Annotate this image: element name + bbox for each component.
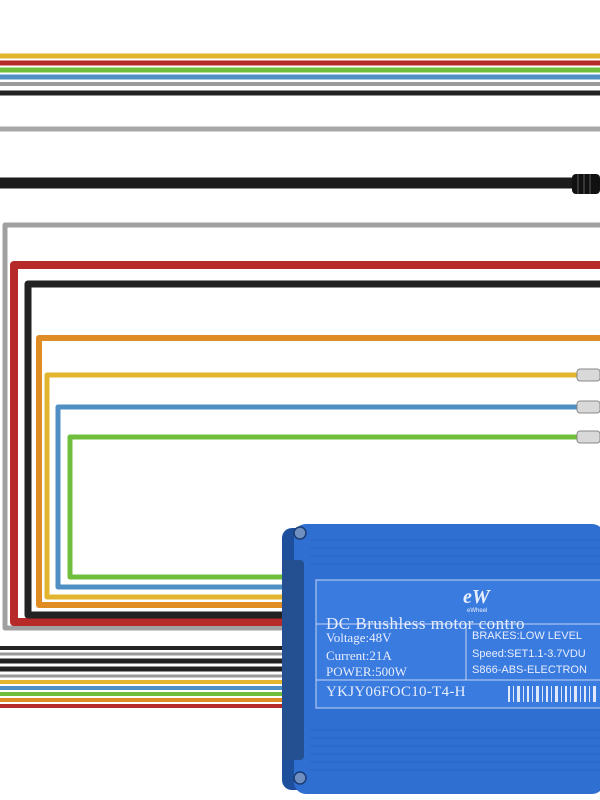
model-number: YKJY06FOC10-T4-H: [326, 684, 466, 700]
voltage-spec: Voltage:48V: [326, 630, 392, 645]
wire-connectors: [576, 368, 600, 444]
black-cable: [0, 174, 600, 194]
brand-sub-logo: eWheel: [467, 608, 488, 614]
power-spec: POWER:500W: [326, 664, 407, 679]
top-wire-bundle: [0, 53, 600, 96]
barcode: [508, 686, 596, 702]
controller-title: DC Brushless motor contro: [326, 614, 526, 633]
current-spec: Current:21A: [326, 648, 392, 663]
brakes-spec: BRAKES:LOW LEVEL: [472, 630, 583, 642]
controller-housing: [282, 524, 600, 794]
brand-logo: eW: [463, 586, 490, 608]
bottom-wire-bundle: [0, 646, 300, 708]
looped-wires: [2, 222, 600, 631]
speed-spec: Speed:SET1.1-3.7VDU: [472, 648, 586, 660]
abs-spec: S866-ABS-ELECTRON: [472, 664, 587, 676]
